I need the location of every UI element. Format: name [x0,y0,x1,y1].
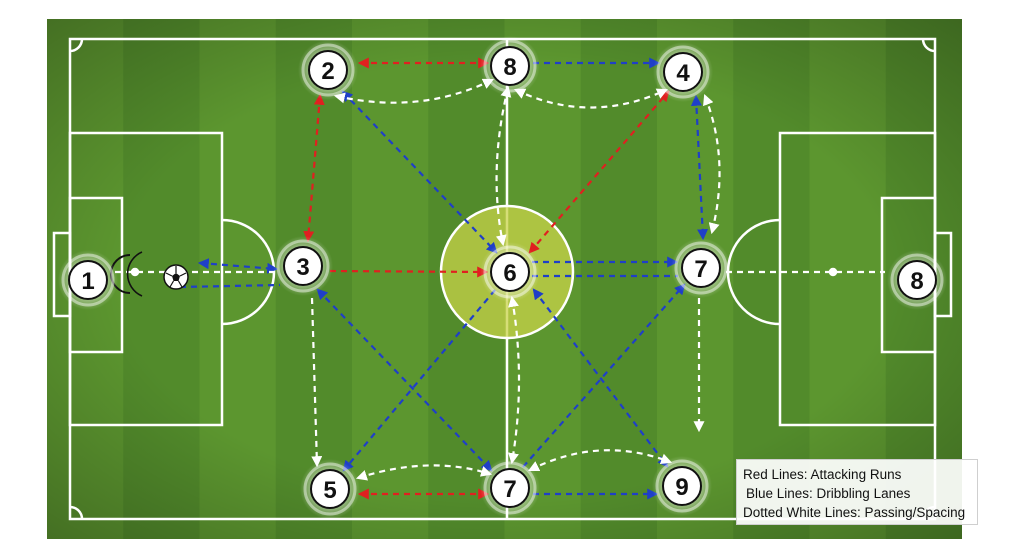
player-marker-p2[interactable]: 2 [298,40,358,100]
corner-arc-bl [69,505,84,520]
player-disc [663,52,703,92]
player-ring [61,253,115,307]
player-number: 6 [503,260,516,287]
red-run-6-4 [528,90,670,254]
player-number: 3 [296,254,309,281]
player-disc [490,252,530,292]
player-number: 1 [81,268,94,295]
white-pass-3-5 [310,297,323,468]
legend-blue-lines: Blue Lines: Dribbling Lanes [746,486,911,501]
player-number: 8 [910,268,923,295]
player-marker-p4[interactable]: 4 [653,42,713,102]
player-number: 7 [503,476,516,503]
player-number: 5 [323,477,336,504]
player-marker-p7right[interactable]: 7 [671,238,731,298]
player-ring [483,245,537,299]
player-number: 9 [675,474,688,501]
player-ring [674,241,728,295]
player-ring [303,462,357,516]
player-disc [662,466,702,506]
player-ring [656,45,710,99]
blue-lane-2-6 [341,90,498,254]
player-disc [681,248,721,288]
player-marker-p5[interactable]: 5 [300,459,360,519]
player-marker-p1[interactable]: 1 [58,250,118,310]
player-disc [490,46,530,86]
player-ring [276,239,330,293]
player-marker-p3[interactable]: 3 [273,236,333,296]
white-pass-4-7 [703,93,721,235]
white-pass-5-7 [355,464,493,481]
player-ring [890,253,944,307]
player-number: 8 [503,54,516,81]
player-number: 2 [321,58,334,85]
white-pass-8-6 [495,85,512,247]
player-number: 7 [694,256,707,283]
player-ring [483,461,537,515]
player-ring [483,39,537,93]
player-disc [308,50,348,90]
blue-lane-3-7 [316,288,493,472]
goalkeeper-arc-outer [126,251,143,297]
player-number: 4 [676,60,690,87]
white-pass-8-4 [514,88,668,109]
blue-lane-6-9 [532,288,669,468]
player-marker-p9[interactable]: 9 [652,456,712,516]
soccer-ball-icon [163,264,189,290]
player-disc [283,246,323,286]
legend-box: Red Lines: Attacking Runs Blue Lines: Dr… [736,459,978,525]
player-disc [68,260,108,300]
blue-lane-1-3 [197,258,279,274]
movement-lines [115,57,885,500]
white-pass-6-7 [508,295,521,465]
legend-white-lines: Dotted White Lines: Passing/Spacing [743,505,966,520]
player-disc [897,260,937,300]
blue-lane-1-3-b [179,283,281,289]
player-disc [490,468,530,508]
blue-lane-4-7 [690,94,709,241]
red-run-2-3 [303,93,325,243]
player-marker-p6[interactable]: 6 [480,242,540,302]
player-disc [310,469,350,509]
blue-lane-7-7 [522,283,686,468]
player-ring [301,43,355,97]
corner-arc-tr [921,38,936,53]
corner-arc-tl [69,38,84,53]
legend-red-lines: Red Lines: Attacking Runs [743,467,902,482]
white-pass-2-8 [333,78,494,104]
red-run-3-6 [329,266,489,278]
player-marker-p8right[interactable]: 8 [887,250,947,310]
player-marker-p7bottom[interactable]: 7 [480,458,540,518]
player-ring [655,459,709,513]
player-marker-p8top[interactable]: 8 [480,36,540,96]
